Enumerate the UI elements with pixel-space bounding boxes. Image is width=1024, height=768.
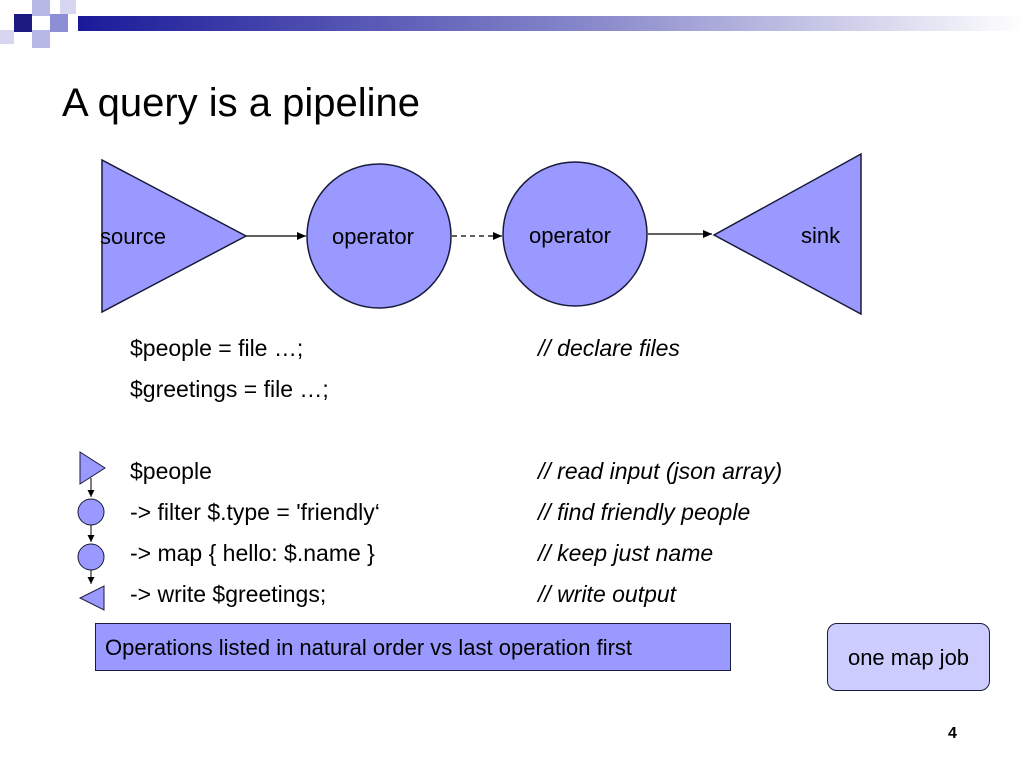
page-number: 4	[948, 725, 957, 742]
operator-label-2: operator	[529, 223, 611, 248]
slide-title: A query is a pipeline	[62, 81, 421, 125]
operator-circle-2	[502, 161, 648, 307]
code-line-1: $people = file …;	[130, 335, 304, 361]
comment-line-5: // keep just name	[538, 539, 713, 567]
mini-source-icon	[79, 451, 106, 485]
source-triangle	[101, 158, 248, 314]
comment-text: keep just name	[557, 540, 714, 566]
code-line-4: -> filter $.type = 'friendly‘	[130, 499, 380, 525]
comment-slashes: //	[538, 335, 551, 361]
comment-line-4: // find friendly people	[538, 498, 750, 526]
header-decoration	[0, 0, 1024, 48]
comment-slashes: //	[538, 499, 551, 525]
sink-label: sink	[801, 223, 841, 248]
mini-pipeline	[77, 451, 106, 611]
comment-text: write output	[557, 581, 677, 607]
comment-slashes: //	[538, 458, 551, 484]
operator-circle-1	[306, 163, 452, 309]
code-line-6: -> write $greetings;	[130, 581, 327, 607]
comment-text: find friendly people	[557, 499, 751, 525]
comment-slashes: //	[538, 540, 551, 566]
comment-line-1: // declare files	[538, 334, 680, 362]
comment-line-6: // write output	[538, 580, 676, 608]
mini-operator-icon-2	[77, 543, 105, 571]
code-line-2: $greetings = file …;	[130, 376, 329, 402]
mini-operator-icon-1	[77, 498, 105, 526]
order-note-box: Operations listed in natural order vs la…	[95, 623, 731, 671]
comment-slashes: //	[538, 581, 551, 607]
comment-text: declare files	[557, 335, 680, 361]
pipeline-diagram: source operator operator sink	[100, 152, 862, 316]
comment-line-3: // read input (json array)	[538, 457, 782, 485]
mini-sink-icon	[78, 585, 105, 611]
source-label: source	[100, 224, 166, 249]
comment-text: read input (json array)	[557, 458, 783, 484]
sink-triangle	[712, 152, 862, 316]
code-line-3: $people	[130, 458, 212, 484]
operator-label-1: operator	[332, 224, 414, 249]
map-job-badge: one map job	[827, 623, 990, 691]
code-line-5: -> map { hello: $.name }	[130, 540, 375, 566]
